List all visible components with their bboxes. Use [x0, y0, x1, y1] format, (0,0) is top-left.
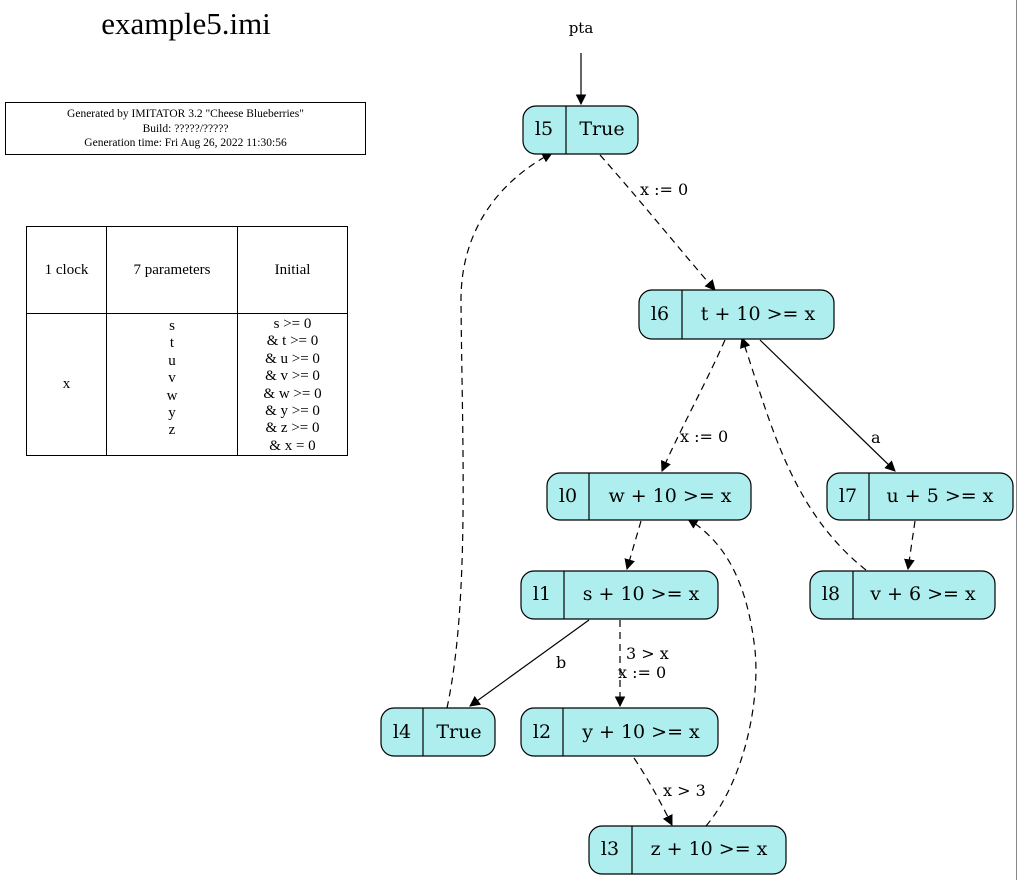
edge-label-l5-l6: x := 0 [640, 180, 688, 199]
edge-l2-l3 [633, 757, 673, 826]
initial-constraint: & v >= 0 [265, 368, 320, 385]
edge-l3-l0 [687, 518, 757, 827]
generator-build: Build: ?????/????? [142, 122, 229, 135]
node-l8-name: l8 [822, 583, 840, 605]
node-l1: l1 s + 10 >= x [520, 570, 719, 620]
edge-l1-l4 [469, 619, 590, 707]
node-l7-name: l7 [839, 485, 857, 507]
edge-l8-l6 [740, 336, 867, 571]
node-l7-invariant: u + 5 >= x [887, 485, 994, 507]
param-item: t [169, 335, 175, 352]
node-l6: l6 t + 10 >= x [638, 289, 835, 340]
node-l1-name: l1 [533, 583, 551, 605]
node-l6-invariant: t + 10 >= x [701, 303, 816, 325]
edge-label-l6-l7: a [871, 428, 881, 447]
node-l3-name: l3 [601, 838, 619, 860]
node-l4-name: l4 [393, 721, 411, 743]
edge-label-l1-l2-reset: x := 0 [618, 663, 666, 682]
node-l2-invariant: y + 10 >= x [581, 721, 700, 743]
node-l4-invariant: True [436, 721, 481, 743]
param-item: y [168, 405, 176, 422]
node-l0-invariant: w + 10 >= x [608, 485, 731, 507]
param-item: z [168, 422, 176, 439]
edge-l5-l6 [599, 154, 716, 291]
node-l5-invariant: True [579, 118, 624, 140]
initial-constraint: & z >= 0 [265, 420, 320, 437]
diagram-title: example5.imi [101, 6, 271, 41]
node-l5: l5 True [522, 105, 639, 155]
edge-label-l6-l0: x := 0 [680, 427, 728, 446]
param-item: v [168, 370, 176, 387]
right-border [1016, 0, 1017, 880]
param-item: u [168, 352, 176, 369]
generator-info-box: Generated by IMITATOR 3.2 "Cheese Bluebe… [5, 102, 366, 155]
initial-constraints-cell: s >= 0 & t >= 0 & u >= 0 & v >= 0 & w >=… [237, 312, 348, 457]
generator-version: Generated by IMITATOR 3.2 "Cheese Bluebe… [67, 108, 304, 120]
initial-constraint: & u >= 0 [265, 350, 320, 367]
node-l7: l7 u + 5 >= x [826, 472, 1014, 521]
entry-label: pta [569, 19, 594, 37]
edge-l6-l0 [660, 339, 726, 472]
edge-l7-l8 [904, 520, 916, 571]
node-l8: l8 v + 6 >= x [809, 570, 996, 620]
edge-label-l1-l2-guard: 3 > x [626, 644, 669, 663]
node-l3: l3 z + 10 >= x [588, 825, 787, 875]
node-l6-name: l6 [651, 303, 669, 325]
model-info-table: 1 clock 7 parameters Initial x s t u v w… [26, 226, 348, 457]
initial-constraint: & w >= 0 [263, 385, 322, 402]
edge-label-l1-l4: b [556, 653, 566, 672]
node-l5-name: l5 [535, 118, 553, 140]
edge-l6-l7 [759, 339, 896, 472]
node-l2: l2 y + 10 >= x [520, 707, 719, 757]
node-l0-name: l0 [559, 485, 577, 507]
initial-constraint: & t >= 0 [266, 333, 319, 350]
params-list-cell: s t u v w y z [106, 312, 238, 457]
edge-label-l2-l3: x > 3 [663, 781, 706, 800]
initial-constraint: & y >= 0 [265, 403, 320, 420]
param-item: w [166, 387, 178, 404]
param-item: s [169, 318, 175, 334]
node-l2-name: l2 [533, 721, 551, 743]
node-l8-invariant: v + 6 >= x [869, 583, 976, 605]
edge-l4-l5 [446, 152, 553, 709]
edge-l0-l1 [624, 520, 642, 571]
clock-name-cell: x [26, 312, 107, 457]
node-l4: l4 True [380, 707, 496, 757]
generator-time: Generation time: Fri Aug 26, 2022 11:30:… [84, 137, 287, 149]
node-l1-invariant: s + 10 >= x [583, 583, 700, 605]
initial-header-cell: Initial [237, 226, 348, 314]
node-l3-invariant: z + 10 >= x [651, 838, 768, 860]
node-l0: l0 w + 10 >= x [546, 472, 752, 521]
initial-constraint: & x = 0 [269, 437, 316, 454]
initial-constraint: s >= 0 [273, 316, 312, 332]
